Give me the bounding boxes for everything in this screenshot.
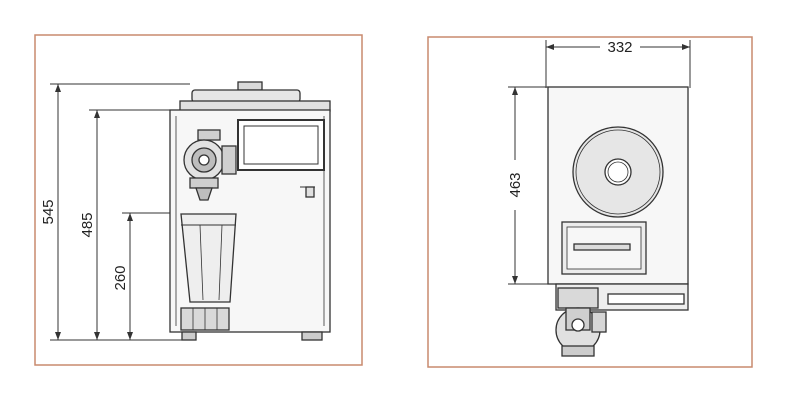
foot-left (181, 331, 197, 341)
top-width-dimension (545, 40, 691, 88)
dimension-463-label: 463 (507, 172, 524, 197)
dimension-332-label: 332 (607, 39, 632, 56)
cup (180, 213, 237, 303)
dimension-260-label: 260 (112, 265, 129, 290)
machine-top (547, 86, 689, 357)
drawer-handle (573, 243, 631, 251)
dispenser-head (183, 129, 237, 201)
top-view-panel: 332 463 (427, 36, 753, 368)
top-depth-dimension (508, 86, 548, 285)
top-depth-arrows (512, 87, 518, 284)
dimension-545-label: 545 (40, 199, 57, 224)
machine-front (169, 81, 331, 341)
hopper-cap (237, 81, 263, 91)
top-width-arrows (546, 44, 690, 50)
hopper-top-cap (604, 158, 632, 186)
foot-right (301, 331, 323, 341)
top-view-frame (427, 36, 753, 368)
front-view-panel: 545 485 260 (34, 34, 363, 366)
control-screen (243, 125, 319, 165)
dimension-485-label: 485 (79, 212, 96, 237)
top-dispenser (555, 287, 607, 357)
front-view-frame (34, 34, 363, 366)
hopper-lid (191, 89, 301, 103)
front-dimension-arrows (55, 84, 133, 340)
front-dimensions (50, 83, 190, 341)
